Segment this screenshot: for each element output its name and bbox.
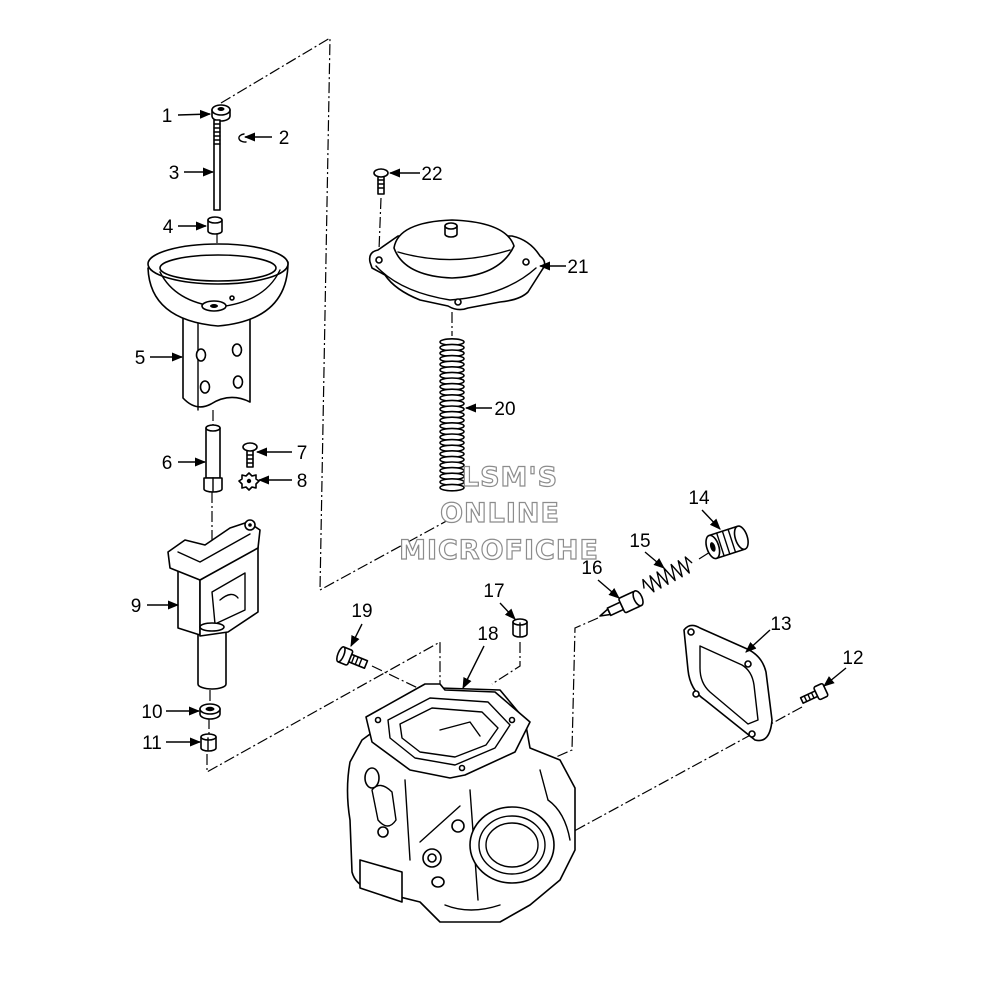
- part-11-main-jet: [200, 733, 217, 752]
- callout-20: 20: [494, 399, 515, 420]
- callout-2: 2: [279, 128, 290, 149]
- part-18-gasket: [365, 683, 531, 779]
- part-10-washer: [199, 703, 221, 720]
- carburetor-body: [346, 683, 576, 923]
- callout-3: 3: [169, 163, 180, 184]
- watermark-line-2: ONLINE: [440, 498, 560, 529]
- leader-12: [823, 667, 847, 687]
- leader-13: [745, 629, 771, 653]
- callout-19: 19: [351, 601, 372, 622]
- callout-11: 11: [142, 733, 162, 754]
- watermark-line-3: MICROFICHE: [399, 535, 599, 566]
- callout-10: 10: [141, 702, 162, 723]
- assembly-line-screw-19: [371, 665, 423, 691]
- part-12-screw: [799, 682, 829, 704]
- assembly-line-valve-16: [539, 617, 599, 765]
- part-22-screw: [373, 168, 389, 195]
- callout-13: 13: [770, 614, 791, 635]
- part-2-e-clip: [238, 133, 247, 143]
- callout-5: 5: [135, 348, 146, 369]
- callout-1: 1: [162, 106, 173, 127]
- part-14-fitting: [705, 525, 749, 560]
- watermark: LSM'S ONLINE MICROFICHE: [398, 461, 599, 566]
- part-1-nut: [211, 104, 231, 122]
- leader-lines: [147, 109, 847, 747]
- leader-17: [499, 602, 516, 620]
- callout-21: 21: [567, 257, 588, 278]
- part-17-pilot-jet: [512, 618, 528, 638]
- assembly-line-main: [220, 36, 453, 592]
- callout-16: 16: [581, 558, 602, 579]
- part-5-piston-diaphragm: [147, 243, 289, 411]
- leader-14: [701, 509, 721, 530]
- callout-6: 6: [162, 453, 173, 474]
- callout-labels: 1 2 3 4 5 6 7 8 9 10 11 12 13 14 15 16 1…: [131, 106, 864, 754]
- part-21-diaphragm-cover: [368, 219, 546, 311]
- assembly-line-jet-17: [491, 642, 521, 685]
- callout-4: 4: [163, 217, 174, 238]
- part-13-gasket: [683, 624, 773, 742]
- part-8-lock-washer: [238, 472, 260, 491]
- leader-1: [177, 109, 212, 119]
- leader-15: [644, 551, 665, 569]
- callout-17: 17: [483, 581, 504, 602]
- part-7-screw: [242, 442, 258, 468]
- part-3-jet-needle: [213, 119, 221, 211]
- callout-14: 14: [688, 488, 710, 509]
- part-9-slide-bracket: [167, 519, 261, 690]
- callout-22: 22: [421, 164, 442, 185]
- part-16-needle-valve: [599, 590, 644, 617]
- watermark-line-1: LSM'S: [462, 462, 558, 493]
- part-19-screw: [336, 646, 369, 669]
- assembly-line-screw-22: [378, 197, 382, 251]
- part-6-needle-jet: [203, 424, 223, 493]
- callout-7: 7: [297, 443, 308, 464]
- callout-18: 18: [477, 624, 498, 645]
- part-15-spring: [642, 556, 693, 593]
- assembly-line-jet-to-body: [206, 640, 441, 774]
- part-4-spacer: [207, 216, 223, 235]
- callout-9: 9: [131, 596, 142, 617]
- spring-coil: [439, 483, 465, 492]
- part-20-spring: [439, 337, 465, 492]
- callout-15: 15: [629, 531, 650, 552]
- leader-18: [462, 645, 485, 690]
- callout-12: 12: [842, 648, 863, 669]
- callout-8: 8: [297, 471, 308, 492]
- leader-16: [597, 579, 620, 599]
- leader-19: [350, 623, 363, 648]
